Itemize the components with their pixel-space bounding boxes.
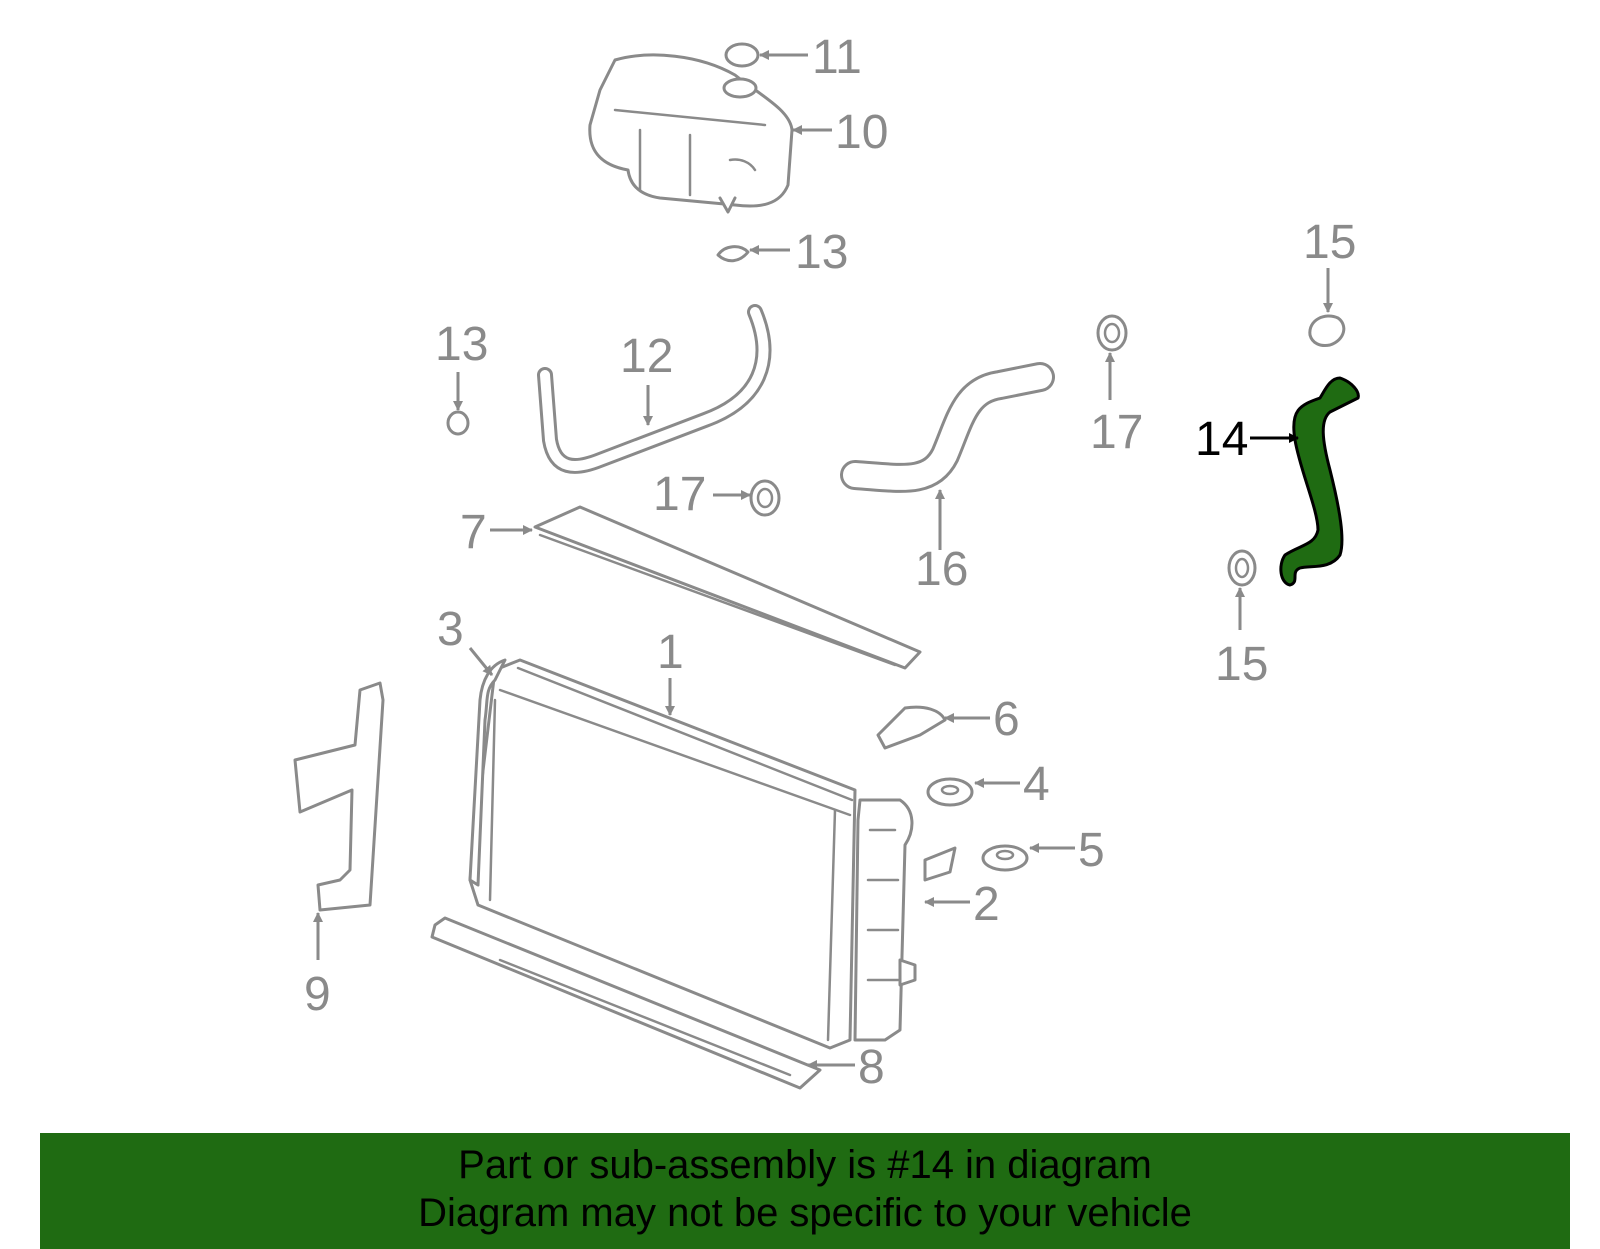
callout-14-highlighted: 14	[1195, 413, 1248, 466]
part-9-deflector	[293, 681, 385, 912]
part-13-clip-upper	[716, 245, 750, 263]
part-17-clamp-lower	[749, 479, 781, 517]
callout-8: 8	[858, 1041, 885, 1094]
callout-15-upper: 15	[1303, 216, 1356, 269]
callout-labels: 11 10 13 13 12 17 16 17 15 15 7 1 3 6 4 …	[304, 31, 1356, 1094]
part-16-hose	[840, 362, 1055, 493]
part-12-hose	[537, 304, 772, 474]
callout-13-upper: 13	[795, 226, 848, 279]
callout-17-upper: 17	[1090, 406, 1143, 459]
callout-3: 3	[437, 603, 464, 656]
banner-line-disclaimer: Diagram may not be specific to your vehi…	[418, 1191, 1192, 1235]
callout-16: 16	[915, 543, 968, 596]
part-13-clip-left	[446, 410, 470, 436]
callout-12: 12	[620, 330, 673, 383]
callout-5: 5	[1078, 824, 1105, 877]
part-6-bracket	[876, 705, 947, 750]
part-15-clamp-upper	[1308, 314, 1346, 347]
part-15-clamp-lower	[1227, 549, 1257, 587]
callout-17-lower: 17	[653, 468, 706, 521]
part-3-tank	[468, 658, 507, 887]
callout-1: 1	[657, 626, 684, 679]
callout-11: 11	[812, 31, 862, 84]
part-2-tank	[853, 798, 957, 1042]
callout-10: 10	[835, 106, 888, 159]
part-5-insulator	[981, 844, 1029, 872]
info-banner: Part or sub-assembly is #14 in diagram D…	[40, 1133, 1570, 1249]
callout-4: 4	[1023, 758, 1050, 811]
callout-9: 9	[304, 968, 331, 1021]
callout-7: 7	[460, 506, 487, 559]
leader-lines	[313, 50, 1333, 1070]
parts-diagram: 11 10 13 13 12 17 16 17 15 15 7 1 3 6 4 …	[293, 31, 1360, 1094]
callout-15-lower: 15	[1215, 638, 1268, 691]
callout-2: 2	[973, 878, 1000, 931]
part-8-shield	[430, 916, 822, 1090]
part-10-reservoir	[588, 53, 794, 214]
part-7-shield	[533, 505, 922, 670]
banner-line-part: Part or sub-assembly is #14 in diagram	[458, 1143, 1152, 1187]
part-14-hose-highlighted	[1279, 376, 1360, 587]
callout-6: 6	[993, 693, 1020, 746]
part-17-clamp-upper	[1096, 314, 1128, 352]
part-1-radiator	[468, 658, 857, 1050]
part-11-cap	[724, 42, 760, 68]
callout-13-left: 13	[435, 318, 488, 371]
part-4-insulator	[926, 777, 974, 807]
